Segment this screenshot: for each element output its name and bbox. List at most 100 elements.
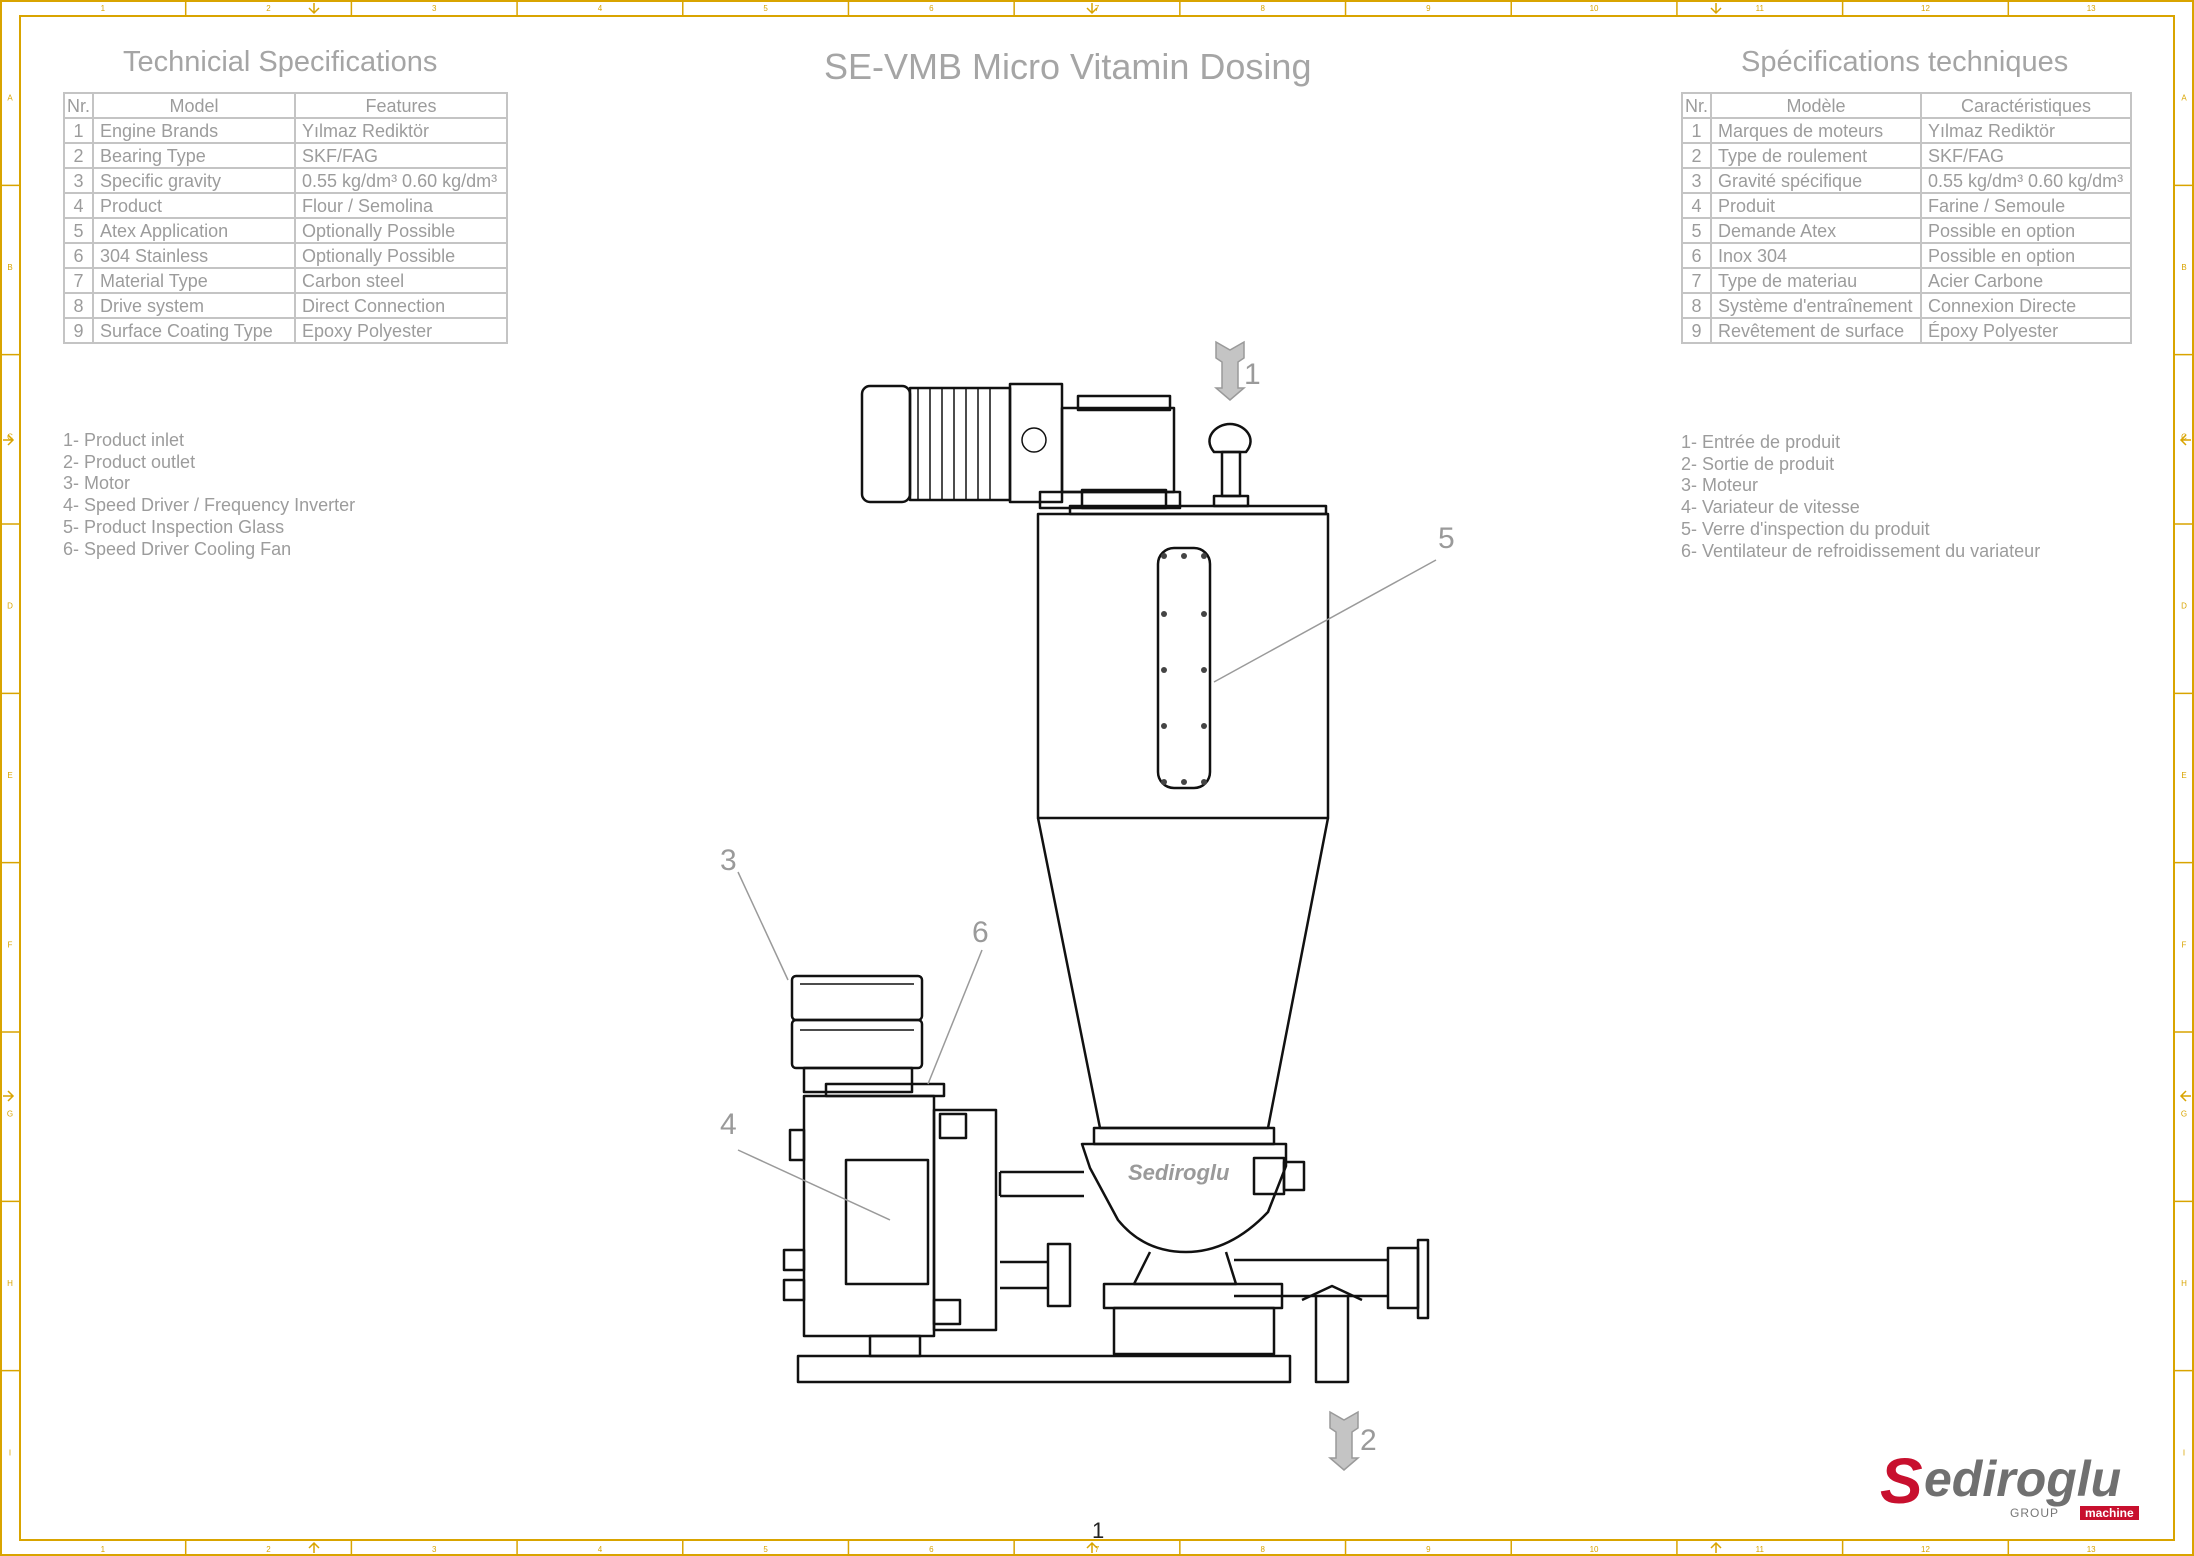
frame-row-label: I — [2183, 1448, 2185, 1457]
callout-fan: 6 — [972, 916, 989, 949]
frame-row-label: A — [7, 94, 13, 103]
cell-nr: 9 — [1680, 317, 1713, 344]
callout-outlet: 2 — [1360, 1424, 1377, 1457]
inspection-glass-bolts — [1161, 553, 1207, 785]
cell-model: Material Type — [92, 267, 297, 294]
cell-feature: Optionally Possible — [294, 217, 509, 244]
legend-item: 1- Entrée de produit — [1681, 432, 1841, 452]
hopper — [1036, 504, 1330, 1130]
leader-line-glass — [1213, 559, 1437, 683]
callout-glass: 5 — [1438, 522, 1455, 555]
frame-row-label: D — [2181, 602, 2187, 611]
cell-feature: Carbon steel — [294, 267, 509, 294]
logo-machine: machine — [2080, 1506, 2139, 1520]
cell-feature: Yılmaz Rediktör — [294, 117, 509, 144]
cell-model: Atex Application — [92, 217, 297, 244]
cell-model: Système d'entraînement — [1710, 292, 1923, 319]
cell-nr: 1 — [1680, 117, 1713, 144]
cell-nr: 1 — [62, 117, 95, 144]
frame-column-label: 10 — [1590, 1545, 1599, 1554]
legend-item: 4- Variateur de vitesse — [1681, 497, 1860, 518]
cell-nr: 4 — [62, 192, 95, 219]
legend-item: 3- Moteur — [1681, 475, 1759, 496]
legend-item: 6- Ventilateur de refroidissement du var… — [1681, 540, 2041, 561]
frame-row-label: F — [2182, 940, 2187, 949]
cell-nr: 6 — [62, 242, 95, 269]
frame-row-label: I — [9, 1448, 11, 1457]
cell-nr: 8 — [1680, 292, 1713, 319]
frame-column-label: 11 — [1756, 4, 1765, 13]
frame-row-label: G — [2181, 1110, 2187, 1119]
frame-column-label: 5 — [763, 1545, 768, 1554]
frame-row-label: G — [7, 1110, 13, 1119]
cell-feature: Époxy Polyester — [1920, 317, 2133, 344]
side-motor — [790, 974, 946, 1098]
left-legend: 1- Product inlet 2- Product outlet 3- Mo… — [63, 430, 355, 560]
frame-column-label: 9 — [1426, 4, 1431, 13]
callout-motor: 3 — [720, 844, 737, 877]
frame-column-label: 13 — [2087, 4, 2096, 13]
top-center-arrow — [1086, 3, 1098, 15]
frame-row-label: B — [2181, 263, 2186, 272]
frame-column-label: 13 — [2087, 1545, 2096, 1554]
cell-feature: 0.55 kg/dm³ 0.60 kg/dm³ — [1920, 167, 2133, 194]
leader-line-driver — [737, 1149, 891, 1221]
header-model: Model — [92, 92, 297, 119]
legend-item: 5- Verre d'inspection du produit — [1681, 518, 1930, 539]
right-spec-title: Spécifications techniques — [1741, 46, 2069, 78]
cell-feature: Farine / Semoule — [1920, 192, 2133, 219]
frame-row-label: F — [8, 940, 13, 949]
table-header-row: Nr. Modèle Caractéristiques — [1680, 92, 2133, 119]
callout-driver: 4 — [720, 1108, 737, 1141]
legend-item: 1- Product inlet — [63, 430, 185, 450]
top-gear-motor — [860, 382, 1182, 510]
cell-feature: Direct Connection — [294, 292, 509, 319]
frame-column-label: 4 — [598, 1545, 603, 1554]
cell-nr: 5 — [62, 217, 95, 244]
cell-model: Type de materiau — [1710, 267, 1923, 294]
cell-nr: 8 — [62, 292, 95, 319]
callout-inlet: 1 — [1244, 358, 1261, 391]
frame-column-label: 8 — [1260, 1545, 1265, 1554]
cell-nr: 6 — [1680, 242, 1713, 269]
cell-model: Surface Coating Type — [92, 317, 297, 344]
cell-feature: Possible en option — [1920, 217, 2133, 244]
cell-nr: 7 — [62, 267, 95, 294]
frame-column-label: 9 — [1426, 1545, 1431, 1554]
cell-model: Specific gravity — [92, 167, 297, 194]
cell-feature: SKF/FAG — [1920, 142, 2133, 169]
frame-column-label: 2 — [266, 4, 271, 13]
legend-item: 2- Sortie de produit — [1681, 453, 1835, 474]
frame-row-label: H — [7, 1279, 13, 1288]
legend-item: 3- Motor — [63, 473, 131, 494]
cell-model: Revêtement de surface — [1710, 317, 1923, 344]
cell-nr: 7 — [1680, 267, 1713, 294]
cell-model: Demande Atex — [1710, 217, 1923, 244]
frame-row-label: E — [7, 771, 12, 780]
machine-brand: Sediroglu — [1128, 1160, 1230, 1185]
frame-column-label: 3 — [432, 1545, 437, 1554]
sheet-number: 1 — [1092, 1518, 1105, 1543]
frame-column-label: 6 — [929, 4, 934, 13]
right-legend: 1- Entrée de produit 2- Sortie de produi… — [1681, 432, 2040, 562]
legend-item: 2- Product outlet — [63, 451, 196, 472]
frame-row-label: A — [2181, 94, 2187, 103]
cell-nr: 9 — [62, 317, 95, 344]
base-plate — [796, 1354, 1292, 1384]
cell-model: Gravité spécifique — [1710, 167, 1923, 194]
cell-feature: Epoxy Polyester — [294, 317, 509, 344]
speed-driver — [782, 1094, 998, 1358]
